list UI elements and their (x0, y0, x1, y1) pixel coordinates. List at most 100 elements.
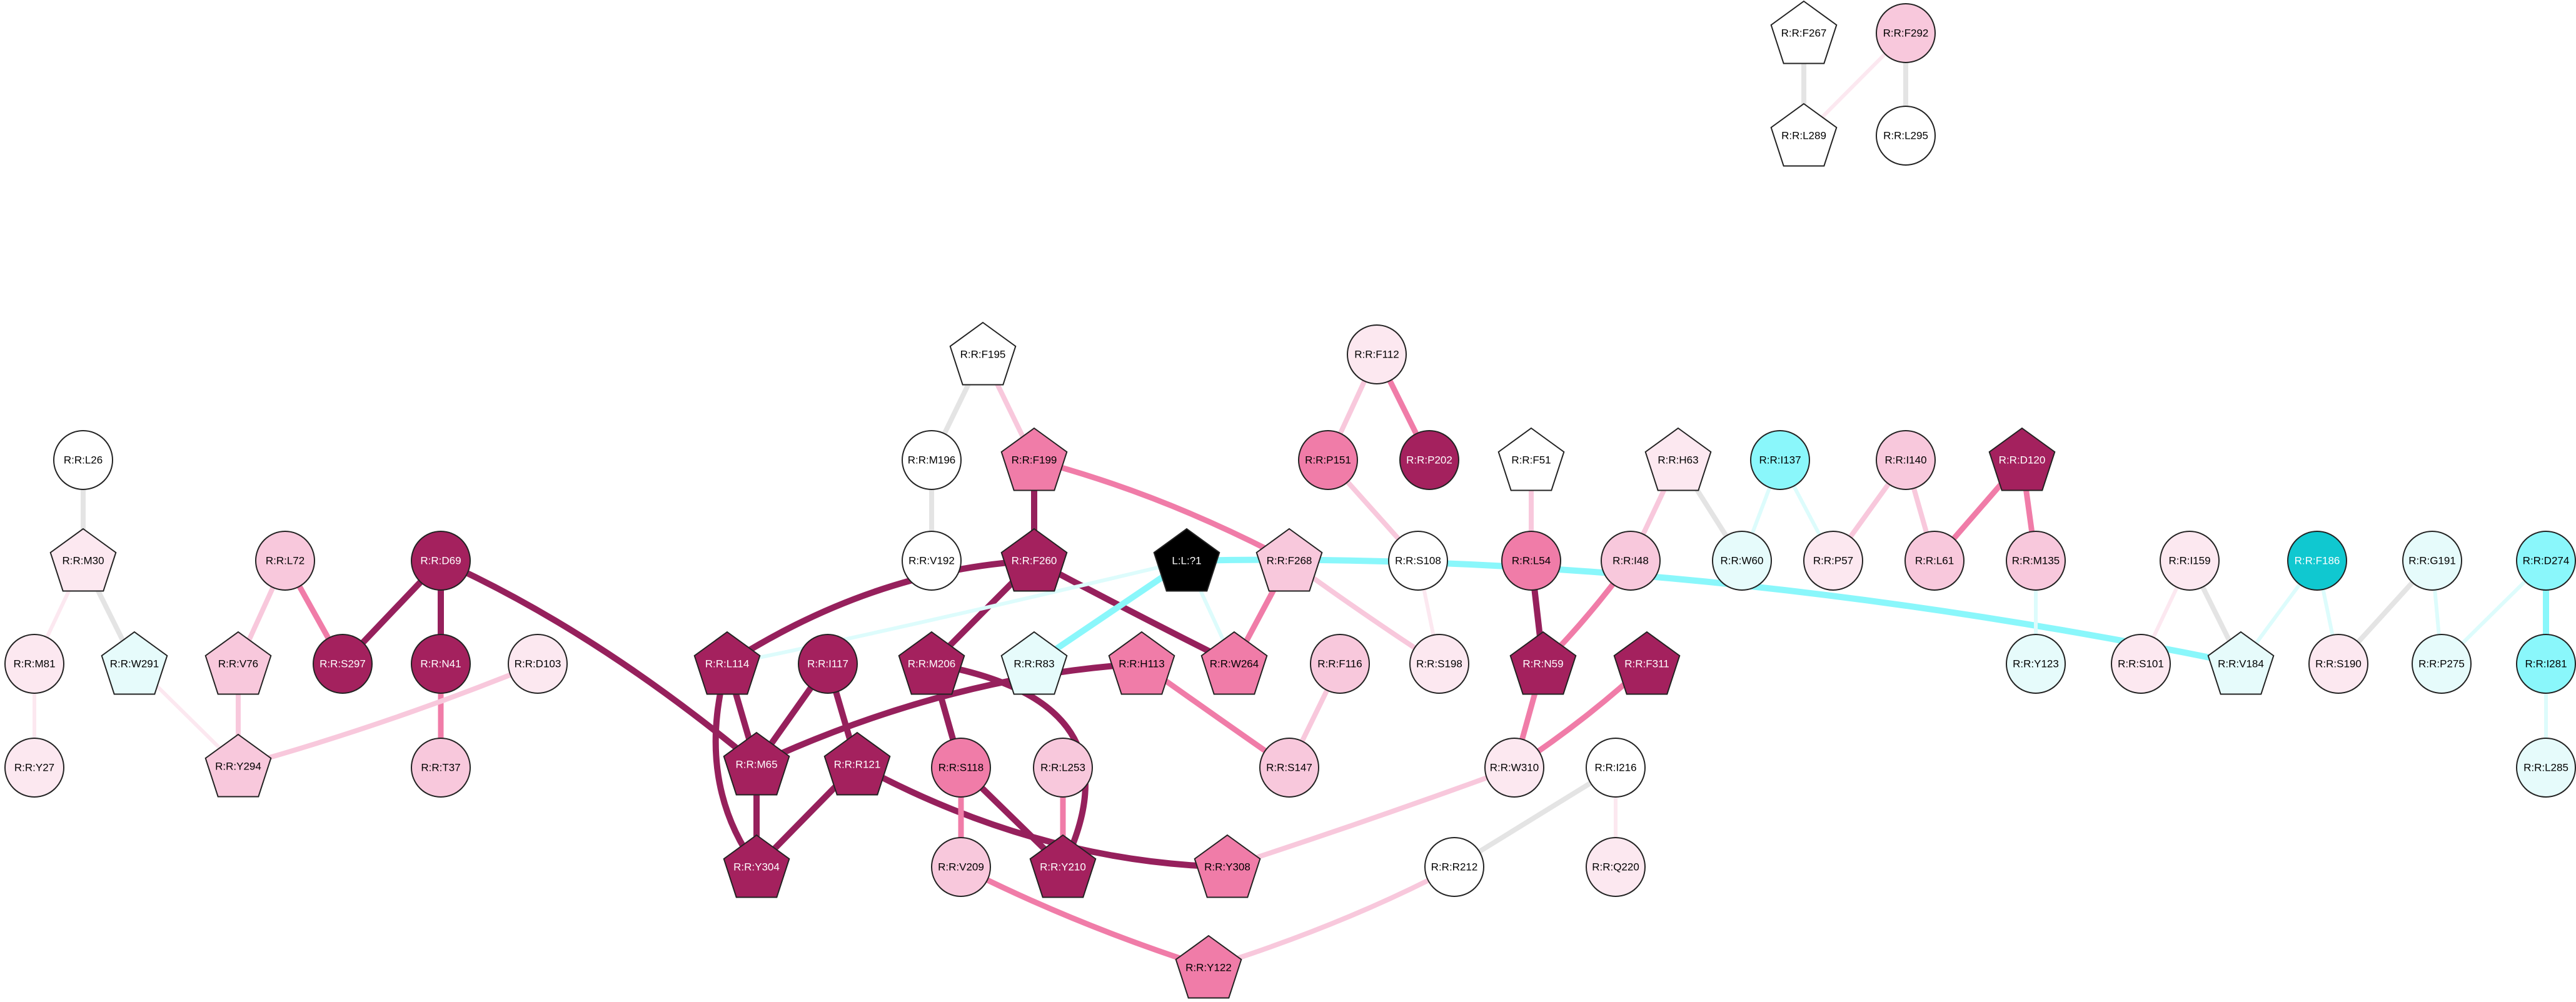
node-w291[interactable]: R:R:W291 (101, 631, 168, 695)
node-circle (1388, 531, 1448, 591)
node-d103[interactable]: R:R:D103 (508, 634, 568, 694)
node-g191[interactable]: R:R:G191 (2402, 531, 2462, 591)
node-r212[interactable]: R:R:R212 (1424, 837, 1484, 897)
node-pentagon (1497, 427, 1565, 491)
node-pentagon (1029, 834, 1097, 898)
node-m196[interactable]: R:R:M196 (902, 430, 962, 490)
node-s118[interactable]: R:R:S118 (931, 738, 991, 798)
node-l295[interactable]: R:R:L295 (1876, 106, 1936, 166)
node-h113[interactable]: R:R:H113 (1108, 631, 1175, 695)
node-y308[interactable]: R:R:Y308 (1194, 834, 1261, 898)
node-w310[interactable]: R:R:W310 (1484, 738, 1544, 798)
node-i117[interactable]: R:R:I117 (798, 634, 858, 694)
node-circle (902, 430, 962, 490)
node-q220[interactable]: R:R:Q220 (1586, 837, 1646, 897)
node-circle (411, 634, 471, 694)
node-l26[interactable]: R:R:L26 (53, 430, 113, 490)
node-circle (1399, 430, 1459, 490)
node-h63[interactable]: R:R:H63 (1644, 427, 1712, 491)
node-pentagon (1770, 0, 1838, 64)
node-circle (411, 738, 471, 798)
node-circle (2516, 531, 2576, 591)
node-n41[interactable]: R:R:N41 (411, 634, 471, 694)
node-s190[interactable]: R:R:S190 (2308, 634, 2368, 694)
node-i281[interactable]: R:R:I281 (2516, 634, 2576, 694)
node-v76[interactable]: R:R:V76 (204, 631, 272, 695)
node-r83[interactable]: R:R:R83 (1000, 631, 1068, 695)
node-circle (313, 634, 373, 694)
node-r121[interactable]: R:R:R121 (823, 731, 891, 796)
node-f112[interactable]: R:R:F112 (1347, 324, 1407, 384)
node-s147[interactable]: R:R:S147 (1259, 738, 1319, 798)
node-d120[interactable]: R:R:D120 (1988, 427, 2056, 491)
node-f311[interactable]: R:R:F311 (1613, 631, 1681, 695)
node-m81[interactable]: R:R:M81 (4, 634, 64, 694)
node-v184[interactable]: R:R:V184 (2207, 631, 2275, 695)
node-m30[interactable]: R:R:M30 (49, 528, 117, 592)
node-circle (2006, 531, 2066, 591)
node-f268[interactable]: R:R:F268 (1255, 528, 1323, 592)
node-d274[interactable]: R:R:D274 (2516, 531, 2576, 591)
node-f116[interactable]: R:R:F116 (1310, 634, 1370, 694)
node-circle (1803, 531, 1863, 591)
node-circle (1484, 738, 1544, 798)
node-s101[interactable]: R:R:S101 (2111, 634, 2171, 694)
node-pentagon (204, 631, 272, 695)
node-l61[interactable]: R:R:L61 (1904, 531, 1965, 591)
node-y122[interactable]: R:R:Y122 (1175, 934, 1242, 999)
node-pentagon (1255, 528, 1323, 592)
node-i140[interactable]: R:R:I140 (1876, 430, 1936, 490)
node-pentagon (949, 321, 1017, 386)
node-y123[interactable]: R:R:Y123 (2006, 634, 2066, 694)
node-y27[interactable]: R:R:Y27 (4, 738, 64, 798)
node-circle (2516, 738, 2576, 798)
node-s297[interactable]: R:R:S297 (313, 634, 373, 694)
node-d69[interactable]: R:R:D69 (411, 531, 471, 591)
node-i48[interactable]: R:R:I48 (1601, 531, 1661, 591)
node-circle (1409, 634, 1469, 694)
node-f199[interactable]: R:R:F199 (1000, 427, 1068, 491)
node-pentagon (1200, 631, 1268, 695)
node-circle (4, 634, 64, 694)
node-pentagon (723, 834, 790, 898)
node-f51[interactable]: R:R:F51 (1497, 427, 1565, 491)
node-i216[interactable]: R:R:I216 (1586, 738, 1646, 798)
node-circle (2516, 634, 2576, 694)
node-circle (1033, 738, 1093, 798)
node-p151[interactable]: R:R:P151 (1298, 430, 1358, 490)
node-pentagon (693, 631, 761, 695)
node-l72[interactable]: R:R:L72 (255, 531, 315, 591)
edge-m206-y210 (928, 661, 1089, 870)
node-pentagon (1988, 427, 2056, 491)
node-circle (255, 531, 315, 591)
node-t37[interactable]: R:R:T37 (411, 738, 471, 798)
node-i159[interactable]: R:R:I159 (2160, 531, 2220, 591)
node-s108[interactable]: R:R:S108 (1388, 531, 1448, 591)
node-circle (1586, 738, 1646, 798)
node-l285[interactable]: R:R:L285 (2516, 738, 2576, 798)
node-pentagon (204, 733, 272, 798)
node-w264[interactable]: R:R:W264 (1200, 631, 1268, 695)
node-f195[interactable]: R:R:F195 (949, 321, 1017, 386)
node-circle (2308, 634, 2368, 694)
node-p275[interactable]: R:R:P275 (2412, 634, 2472, 694)
node-w60[interactable]: R:R:W60 (1712, 531, 1772, 591)
node-pentagon (1000, 528, 1068, 592)
node-lig[interactable]: L:L:?1 (1153, 528, 1220, 592)
node-l114[interactable]: R:R:L114 (693, 631, 761, 695)
node-f292[interactable]: R:R:F292 (1876, 3, 1936, 63)
node-f267[interactable]: R:R:F267 (1770, 0, 1838, 64)
node-p57[interactable]: R:R:P57 (1803, 531, 1863, 591)
node-v209[interactable]: R:R:V209 (931, 837, 991, 897)
node-i137[interactable]: R:R:I137 (1750, 430, 1810, 490)
edge-d103-y294 (236, 661, 540, 769)
node-p202[interactable]: R:R:P202 (1399, 430, 1459, 490)
node-l253[interactable]: R:R:L253 (1033, 738, 1093, 798)
node-v192[interactable]: R:R:V192 (902, 531, 962, 591)
node-s198[interactable]: R:R:S198 (1409, 634, 1469, 694)
node-circle (931, 837, 991, 897)
node-l54[interactable]: R:R:L54 (1501, 531, 1561, 591)
node-f186[interactable]: R:R:F186 (2287, 531, 2347, 591)
node-m135[interactable]: R:R:M135 (2006, 531, 2066, 591)
node-f260[interactable]: R:R:F260 (1000, 528, 1068, 592)
